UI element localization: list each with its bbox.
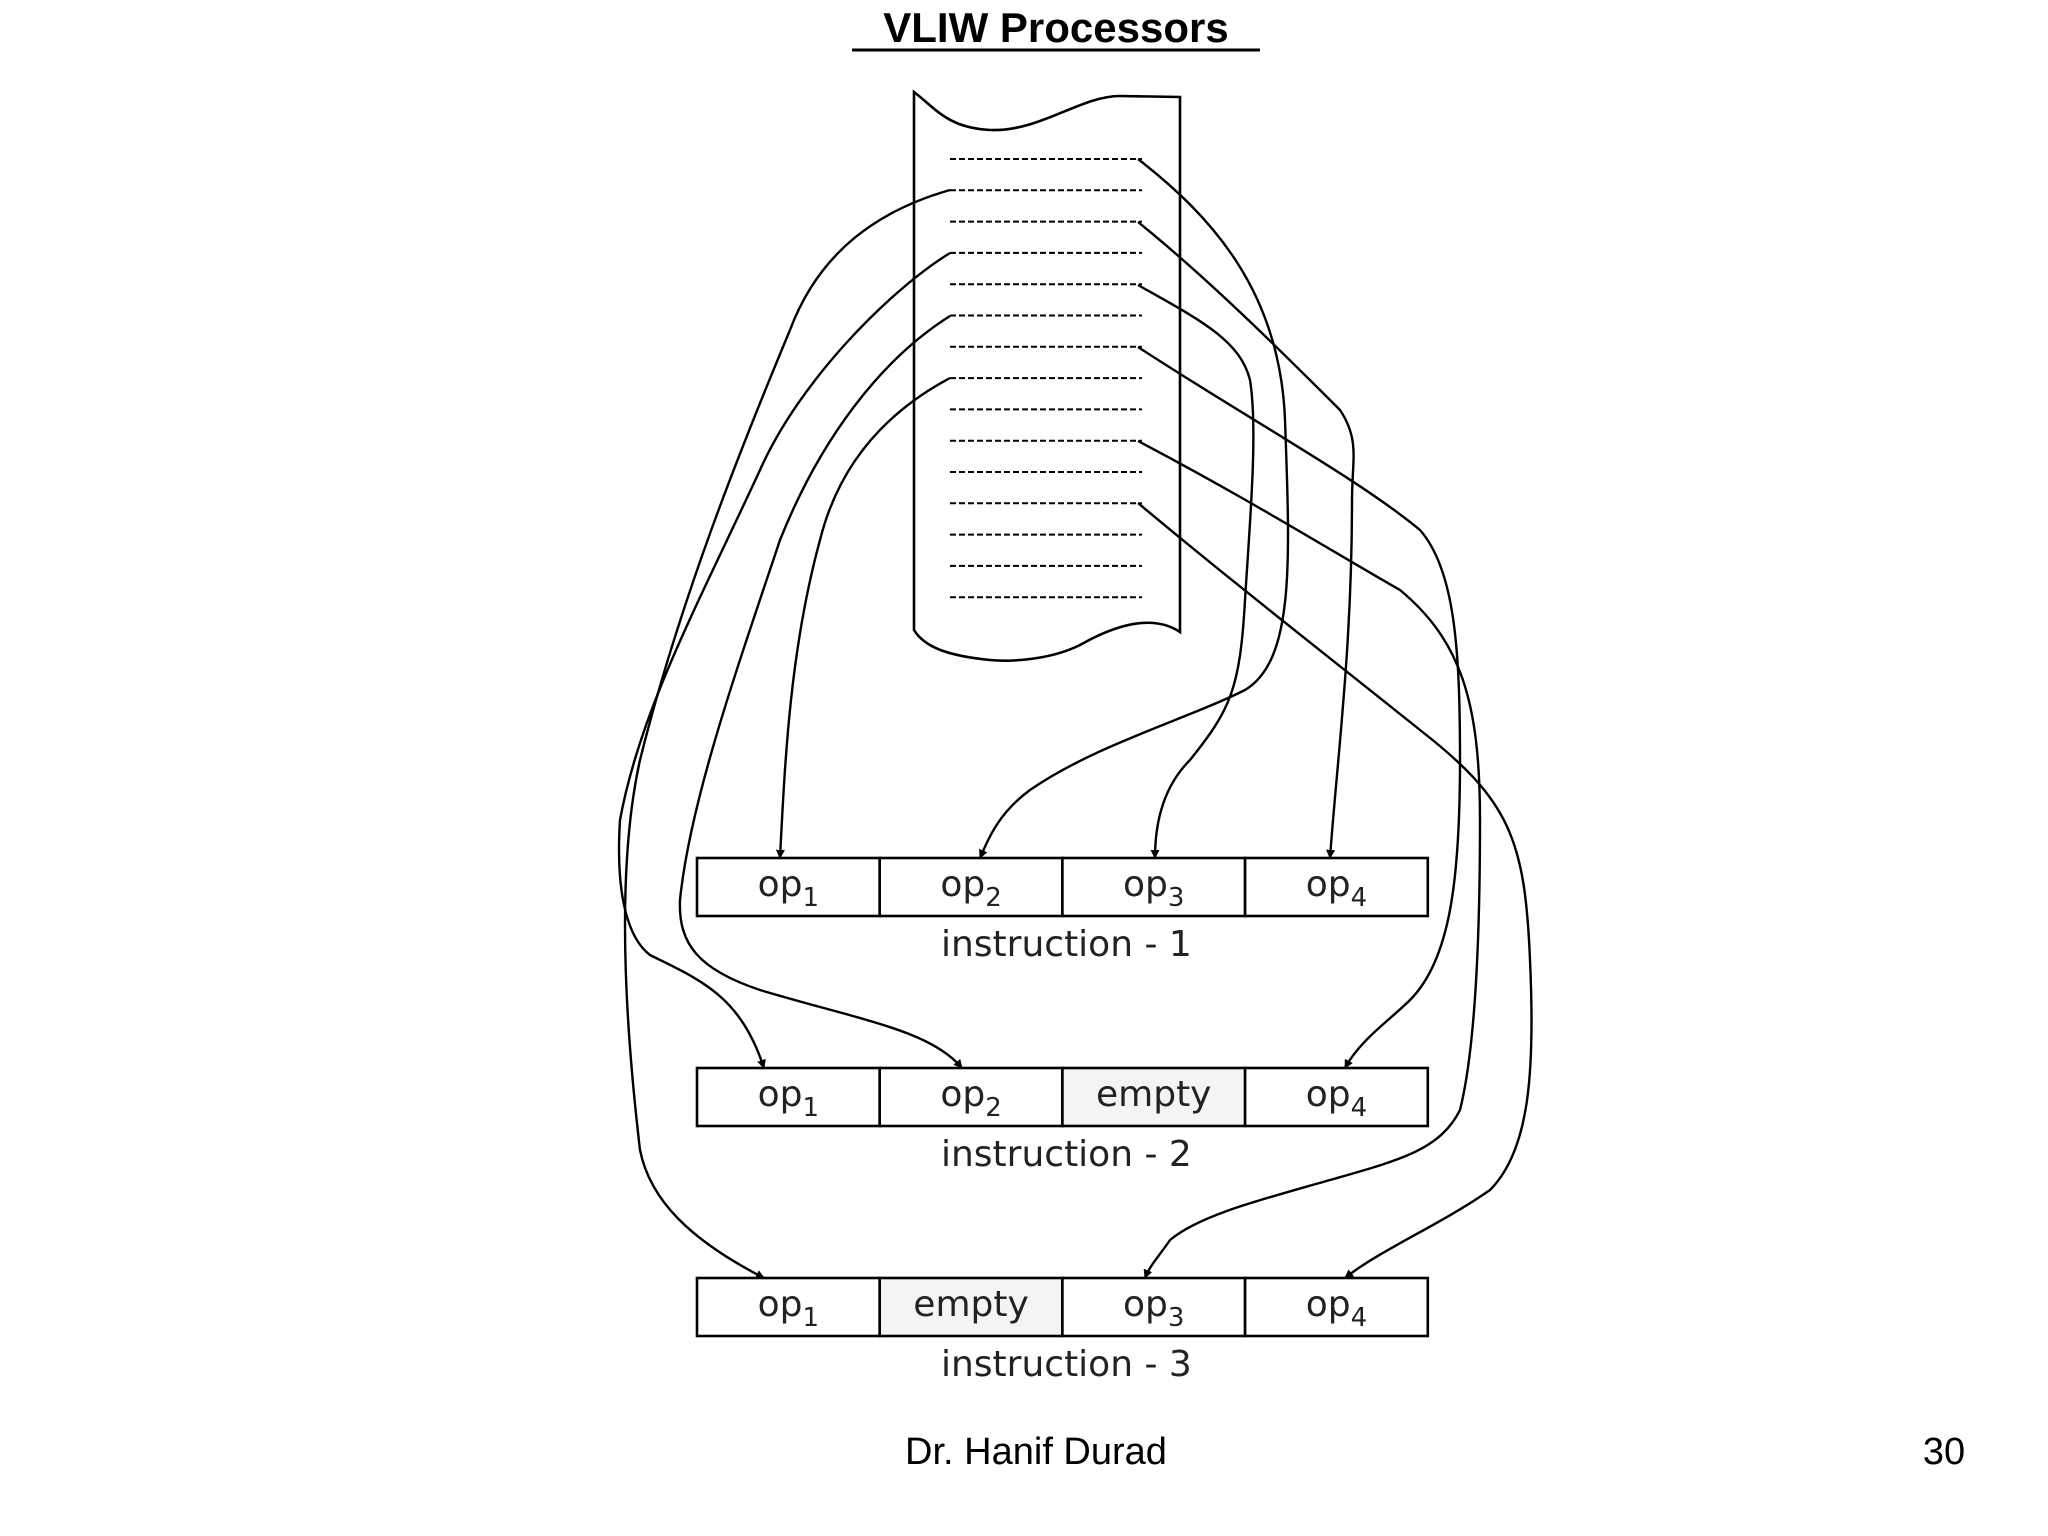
page-number: 30 xyxy=(1923,1431,1965,1473)
dispatch-arrow-line-7-to-instruction-2-slot-4 xyxy=(1137,345,1462,1069)
slide-title: VLIW Processors xyxy=(883,4,1228,51)
instruction-row-label: instruction - 1 xyxy=(941,924,1192,965)
dispatch-arrow-line-12-to-instruction-3-slot-4 xyxy=(1137,502,1533,1279)
op-slot-1: op1 xyxy=(695,1276,881,1338)
op-slot-2: op2 xyxy=(878,856,1064,918)
slot-label: empty xyxy=(913,1284,1029,1325)
op-slot-2: op2 xyxy=(878,1066,1064,1128)
slot-box xyxy=(1243,856,1430,918)
dispatch-arrow-line-2-to-instruction-3-slot-1 xyxy=(623,188,951,1280)
footer-author: Dr. Hanif Durad xyxy=(905,1431,1167,1473)
instruction-row-label: instruction - 2 xyxy=(941,1134,1192,1175)
slot-label: empty xyxy=(1096,1074,1212,1115)
instruction-stream-outline xyxy=(912,89,1182,662)
dispatch-arrow-line-10-to-instruction-3-slot-3 xyxy=(1137,439,1482,1279)
slot-box xyxy=(1243,1066,1430,1128)
empty-slot: empty xyxy=(878,1276,1064,1338)
dispatch-arrow-line-1-to-instruction-1-slot-2 xyxy=(978,158,1290,859)
op-slot-3: op3 xyxy=(1061,856,1247,918)
op-slot-3: op3 xyxy=(1061,1276,1247,1338)
op-slot-1: op1 xyxy=(695,1066,881,1128)
dispatch-arrows xyxy=(617,158,1533,1280)
slot-box xyxy=(695,1066,881,1128)
op-slot-4: op4 xyxy=(1243,1066,1430,1128)
op-slot-4: op4 xyxy=(1243,1276,1430,1338)
slot-box xyxy=(1061,1066,1247,1128)
slot-box xyxy=(1243,1276,1430,1338)
slot-box xyxy=(1061,1276,1247,1338)
instruction-stream xyxy=(912,89,1182,662)
op-slot-1: op1 xyxy=(695,856,881,918)
instruction-stream-lines xyxy=(950,158,1142,599)
slot-box xyxy=(878,1066,1064,1128)
dispatch-arrow-line-6-to-instruction-2-slot-2 xyxy=(678,314,963,1069)
instruction-row-label: instruction - 3 xyxy=(941,1344,1192,1385)
dispatch-arrow-line-8-to-instruction-1-slot-1 xyxy=(775,376,951,859)
dispatch-arrow-line-3-to-instruction-1-slot-4 xyxy=(1137,221,1355,859)
op-slot-4: op4 xyxy=(1243,856,1430,918)
slot-box xyxy=(1061,856,1247,918)
dispatch-arrow-line-4-to-instruction-2-slot-1 xyxy=(617,251,951,1069)
slot-box xyxy=(878,1276,1064,1338)
empty-slot: empty xyxy=(1061,1066,1247,1128)
